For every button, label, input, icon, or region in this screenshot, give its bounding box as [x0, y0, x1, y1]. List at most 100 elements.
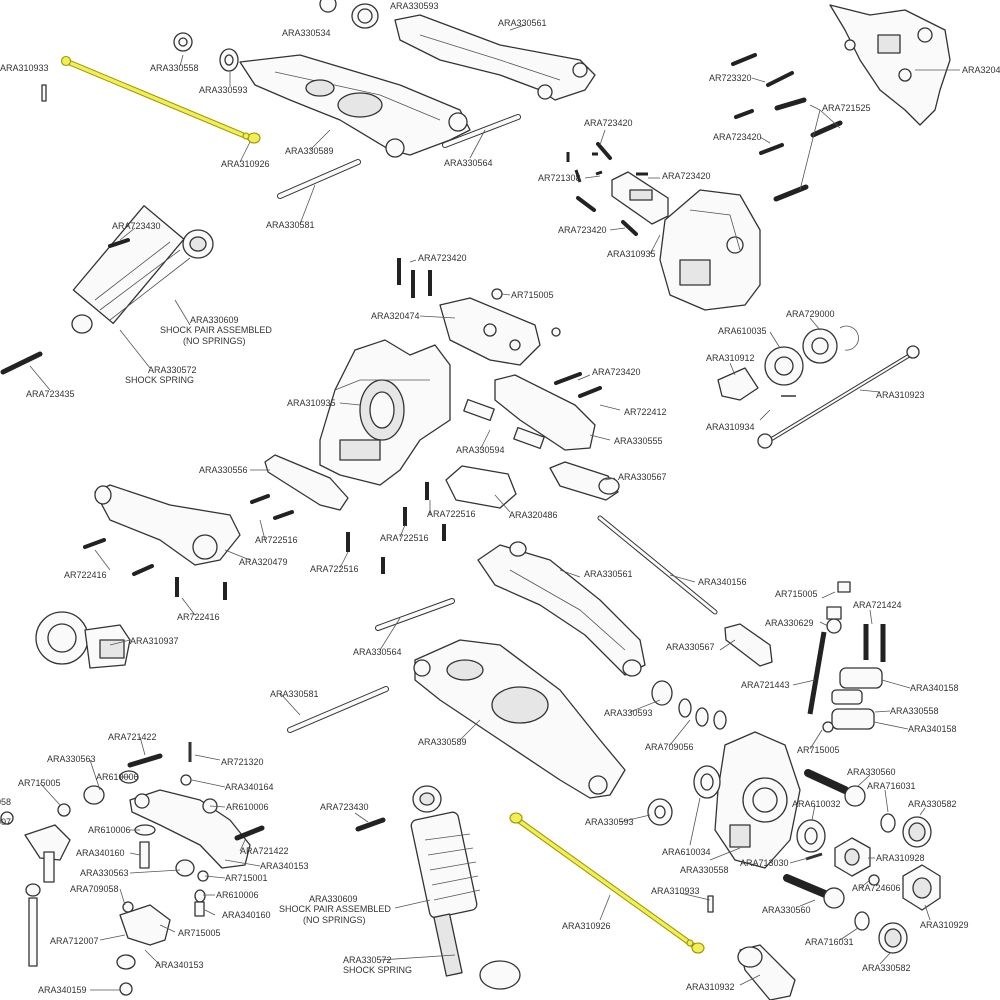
label: ARA330564 [444, 158, 493, 168]
label: AR715005 [775, 589, 818, 599]
label: ARA723430 [320, 802, 369, 812]
label: ARA723420 [662, 171, 711, 181]
label: ARA310937 [130, 636, 179, 646]
label: AR715005 [18, 778, 61, 788]
label: ARA330609 [309, 894, 358, 904]
shock-top-left [71, 205, 214, 334]
driveshaft-bottom[interactable] [509, 812, 705, 954]
label: ARA320479 [239, 557, 288, 567]
label: ARA330563 [47, 754, 96, 764]
label: ARA721525 [822, 103, 871, 113]
label: AR722412 [624, 407, 667, 417]
pin-ara310933-bottom [707, 895, 714, 913]
label: ARA330558 [890, 706, 939, 716]
label: ARA310932 [686, 982, 735, 992]
label: ARA330593 [604, 708, 653, 718]
ballstud-ara330560-a [804, 769, 866, 807]
label: (NO SPRINGS) [303, 915, 366, 925]
label: ARA310933 [651, 886, 700, 896]
label: ARA330581 [270, 689, 319, 699]
label: ARA310934 [706, 422, 755, 432]
label: ARA721443 [741, 680, 790, 690]
label: AR715005 [797, 745, 840, 755]
bearing-ara610034 [693, 765, 721, 799]
pinion-ara310912 [717, 367, 759, 401]
bumper-ara320479 [94, 484, 294, 566]
mount-block-ara320474 [439, 297, 561, 366]
hub-carrier [714, 731, 801, 869]
label: ARA723435 [26, 389, 75, 399]
screws-center [83, 482, 446, 600]
label: ARA330567 [666, 642, 715, 652]
steering-link-top [549, 461, 620, 501]
hinge-plate-ara330556 [264, 454, 349, 511]
label: ARA330629 [765, 618, 814, 628]
gearbox-right [659, 189, 761, 311]
gearbox-center [319, 339, 451, 486]
label: ARA310926 [221, 159, 270, 169]
label: ARA340164 [225, 782, 274, 792]
label: ARA723420 [713, 132, 762, 142]
lower-arm-top [239, 54, 471, 158]
label: AR715005 [178, 928, 221, 938]
label: ARA330558 [150, 63, 199, 73]
spacer-ara330594 [463, 398, 545, 450]
label: ARA722516 [427, 509, 476, 519]
label: ARA330609 [190, 315, 239, 325]
label: AR610006 [226, 802, 269, 812]
label: ARA330589 [285, 146, 334, 156]
label: AR610006 [96, 772, 139, 782]
screw-ara713030 [805, 852, 823, 861]
label: ARA723420 [584, 118, 633, 128]
label: AR721320 [221, 757, 264, 767]
label: ARA330564 [353, 647, 402, 657]
driveshaft-ara310923 [757, 345, 920, 449]
label: ARA330594 [456, 445, 505, 455]
label: AR722516 [255, 535, 298, 545]
label: ARA340153 [155, 960, 204, 970]
label: AR715001 [225, 873, 268, 883]
label: ARA310935 [287, 398, 336, 408]
screws-center-top [566, 142, 648, 236]
label: 007 [0, 817, 11, 827]
label: ARA310929 [920, 920, 969, 930]
label: ARA330572 [148, 365, 197, 375]
pin-top-left [41, 84, 47, 102]
label: ARA722516 [380, 533, 429, 543]
label: ARA724606 [852, 883, 901, 893]
driveshaft-top[interactable] [60, 55, 261, 144]
label: SHOCK SPRING [343, 965, 412, 975]
upper-arm-top [394, 14, 596, 101]
pin-ara330581-mid [287, 686, 389, 733]
label: ARA330581 [266, 220, 315, 230]
label: ARA310928 [876, 853, 925, 863]
label: ARA330534 [282, 28, 331, 38]
label: ARA709058 [70, 884, 119, 894]
screws-ara721424 [807, 624, 886, 715]
label: ARA310935 [607, 249, 656, 259]
label: ARA723420 [558, 225, 607, 235]
label: ARA3204 [962, 65, 1000, 75]
label: ARA722516 [310, 564, 359, 574]
shock-bottom [355, 785, 521, 990]
label: AR715005 [511, 290, 554, 300]
label: ARA310933 [0, 63, 49, 73]
label: ARA330561 [498, 18, 547, 28]
label: SHOCK PAIR ASSEMBLED [160, 325, 272, 335]
label: ARA340153 [260, 861, 309, 871]
label: AR610006 [216, 890, 259, 900]
blocks-ara340158 [822, 667, 883, 733]
label: ARA330582 [908, 799, 957, 809]
label: ARA330572 [343, 955, 392, 965]
label: ARA310923 [876, 390, 925, 400]
screws-top-right [731, 53, 843, 202]
lower-arm-middle [413, 639, 626, 799]
label: ARA721422 [240, 846, 289, 856]
label: SHOCK SPRING [125, 375, 194, 385]
leader-lines [29, 24, 960, 991]
label: ARA330593 [390, 1, 439, 11]
pin-ara330564-mid [375, 598, 455, 631]
ring-ara724606 [868, 874, 880, 886]
nut-ara310929 [902, 864, 941, 911]
label: ARA340160 [76, 848, 125, 858]
